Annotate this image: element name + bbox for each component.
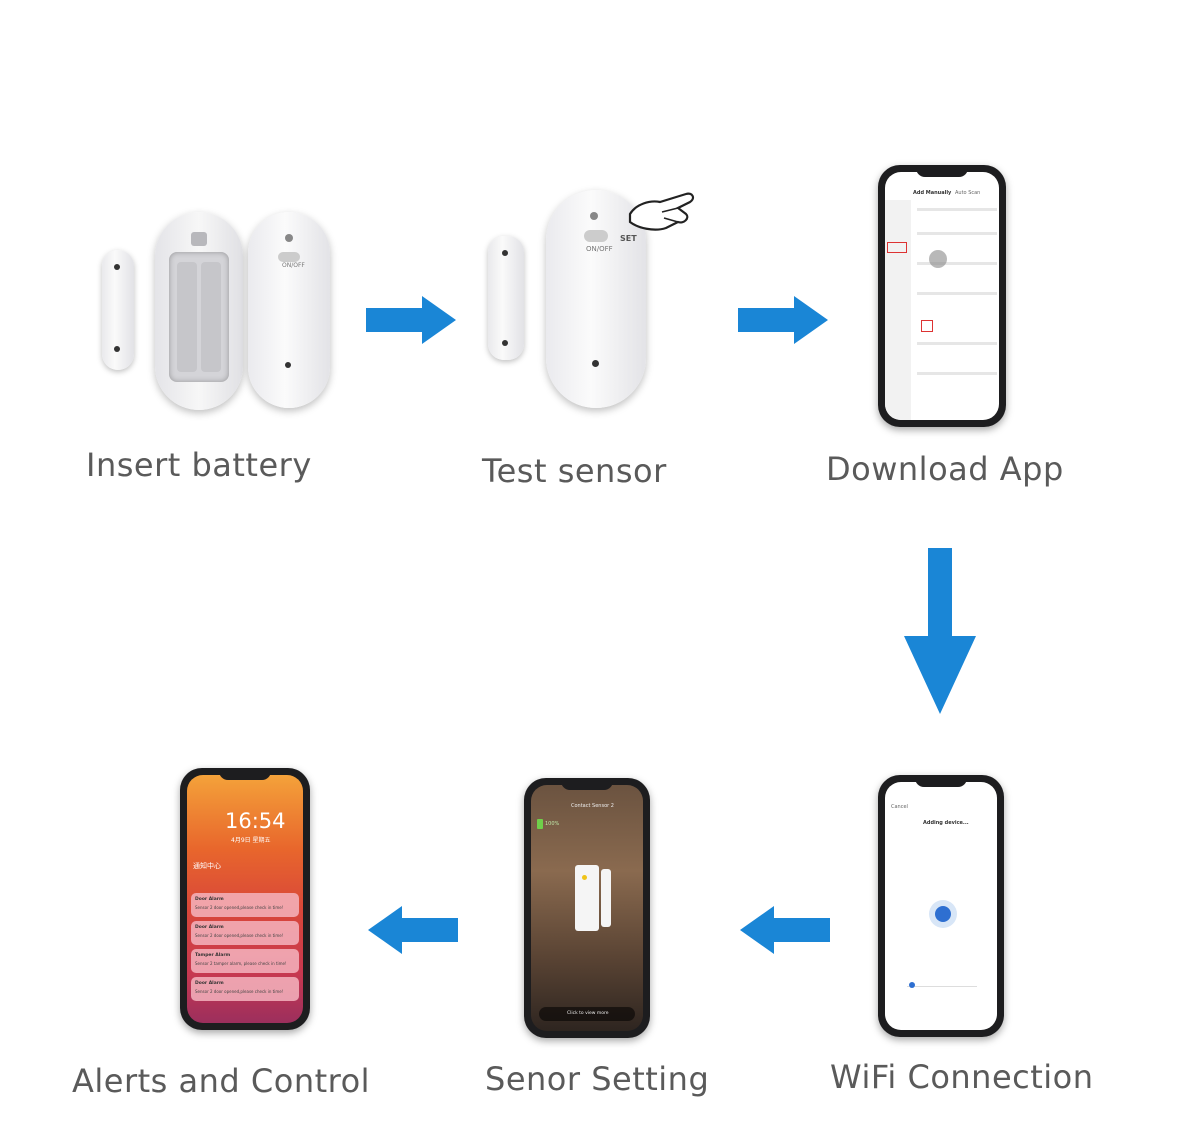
phone-alerts-control: 16:54 4月9日 星期五 通知中心 Door Alarm Sensor 2 … <box>180 768 310 1030</box>
phone-wifi-connection: Cancel Adding device... <box>878 775 1004 1037</box>
caption-insert-battery: Insert battery <box>86 446 312 484</box>
on-off-label: ON/OFF <box>282 262 305 269</box>
caption-wifi-connection: WiFi Connection <box>830 1058 1094 1096</box>
alert-card[interactable]: Door Alarm Sensor 2 door opened,please c… <box>191 921 299 945</box>
caption-test-sensor: Test sensor <box>482 452 667 490</box>
adding-device-title: Adding device... <box>923 820 969 826</box>
view-more-label: Click to view more <box>567 1011 609 1016</box>
magnet-strip <box>488 236 524 360</box>
battery-level: 100% <box>545 821 560 827</box>
sensor-name-title: Contact Sensor 2 <box>571 803 614 809</box>
alert-card[interactable]: Tamper Alarm Sensor 2 tamper alarm, plea… <box>191 949 299 973</box>
clock-time: 16:54 <box>225 809 286 833</box>
alert-card[interactable]: Door Alarm Sensor 2 door opened,please c… <box>191 977 299 1001</box>
search-icon <box>935 906 951 922</box>
arrow-right-1 <box>366 296 456 344</box>
set-label: SET <box>620 234 637 243</box>
arrow-right-2 <box>738 296 828 344</box>
pressing-hand-icon <box>628 192 695 231</box>
caption-sensor-setting: Senor Setting <box>485 1060 710 1098</box>
sensor-open-case <box>155 212 243 410</box>
app-header: Add Manually <box>913 190 952 196</box>
app-tab-auto-scan: Auto Scan <box>955 190 981 196</box>
sensor-back-cover: ON/OFF <box>248 212 330 408</box>
caption-download-app: Download App <box>826 450 1064 488</box>
arrow-left-2 <box>368 906 458 954</box>
caption-alerts-control: Alerts and Control <box>72 1062 371 1100</box>
on-off-label: ON/OFF <box>586 245 613 253</box>
alert-card[interactable]: Door Alarm Sensor 2 door opened,please c… <box>191 893 299 917</box>
arrow-down <box>904 548 976 714</box>
arrow-left-1 <box>740 906 830 954</box>
cancel-label: Cancel <box>891 804 908 810</box>
sensor-main-body: ON/OFF SET <box>546 190 646 408</box>
phone-sensor-setting: Contact Sensor 2 100% Click to view more <box>524 778 650 1038</box>
magnet-strip <box>102 250 134 370</box>
phone-download-app: Add Manually Auto Scan <box>878 165 1006 427</box>
lock-date: 4月9日 星期五 <box>231 837 271 844</box>
notification-center-label: 通知中心 <box>193 862 221 870</box>
